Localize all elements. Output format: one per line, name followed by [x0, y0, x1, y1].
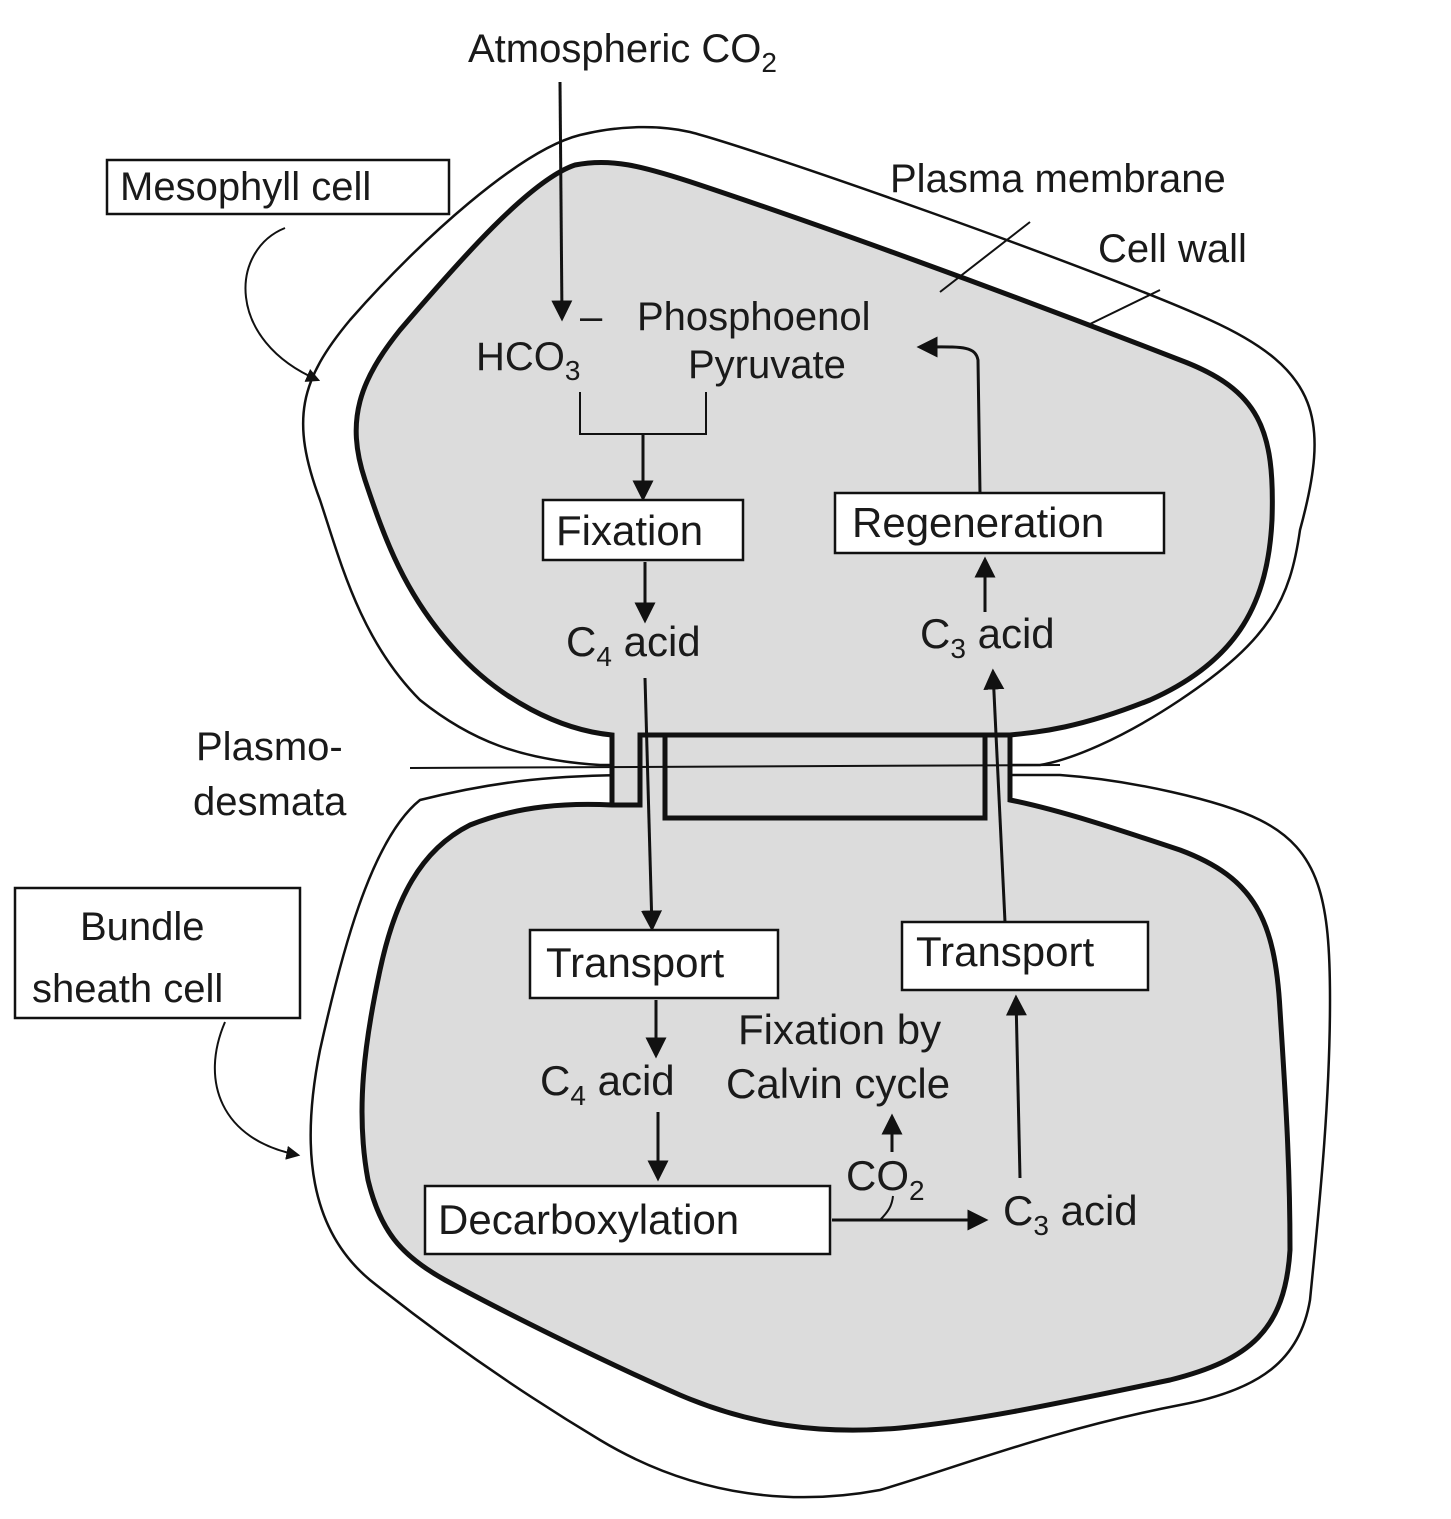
pep-label-line1: Phosphoenol	[637, 295, 871, 339]
mesophyll-cell-label: Mesophyll cell	[120, 165, 371, 209]
c3-acid-bottom-label: C3 acid	[1003, 1187, 1138, 1241]
c4-acid-bottom-label: C4 acid	[540, 1057, 675, 1111]
transport-left-box	[528, 928, 780, 1000]
mesophyll-cell-box	[105, 158, 451, 216]
cell-wall-pointer	[1087, 289, 1161, 326]
plasmodesmata-label-line2: desmata	[193, 780, 347, 824]
plasma-membrane-label: Plasma membrane	[890, 157, 1226, 201]
bundle-sheath-box	[13, 886, 302, 1020]
mesophyll-cytoplasm	[353, 159, 1275, 808]
plasma-membrane-pointer	[939, 221, 1031, 293]
co2-release-curve	[879, 1195, 894, 1221]
transport-left-label: Transport	[546, 939, 725, 986]
regeneration-label: Regeneration	[852, 499, 1104, 546]
pep-label-line2: Pyruvate	[688, 343, 846, 387]
hco3-charge: –	[580, 295, 603, 339]
c3-up-to-transport-arrow	[1005, 994, 1027, 1179]
plasmodesmata-label-line1: Plasmo-	[196, 725, 343, 769]
transport-right-label: Transport	[916, 928, 1095, 975]
bundle-sheath-cytoplasm	[359, 732, 1293, 1433]
atmospheric-co2-label: Atmospheric CO2	[468, 27, 777, 78]
calvin-cycle-label-line1: Fixation by	[738, 1006, 941, 1053]
calvin-cycle-label-line2: Calvin cycle	[726, 1060, 950, 1107]
regeneration-to-pep-arrow	[916, 336, 982, 494]
transport-right-box	[900, 920, 1150, 992]
bundle-sheath-label-line1: Bundle	[80, 905, 205, 949]
co2-label: CO2	[846, 1152, 925, 1206]
c4-down-to-transport-arrow	[641, 677, 663, 932]
bundle-sheath-label-line2: sheath cell	[32, 967, 223, 1011]
hco3-label: HCO3	[476, 335, 580, 386]
regeneration-box	[833, 491, 1166, 555]
decarboxylation-label: Decarboxylation	[438, 1196, 739, 1243]
decarboxylation-box	[423, 1184, 832, 1256]
fixation-box	[541, 498, 745, 562]
co2-inflow-arrow	[551, 81, 573, 322]
plasmodesmata-pointer	[409, 764, 1061, 769]
cell-wall-label: Cell wall	[1098, 227, 1247, 271]
fixation-label: Fixation	[556, 507, 703, 554]
c3-acid-top-label: C3 acid	[920, 610, 1055, 664]
plasmodesmata-channel	[662, 732, 988, 821]
mesophyll-pointer-arrow	[244, 227, 321, 382]
c4-acid-top-label: C4 acid	[566, 618, 701, 672]
bundle-sheath-pointer-arrow	[213, 1021, 301, 1160]
transport-up-to-c3-arrow	[983, 668, 1007, 923]
